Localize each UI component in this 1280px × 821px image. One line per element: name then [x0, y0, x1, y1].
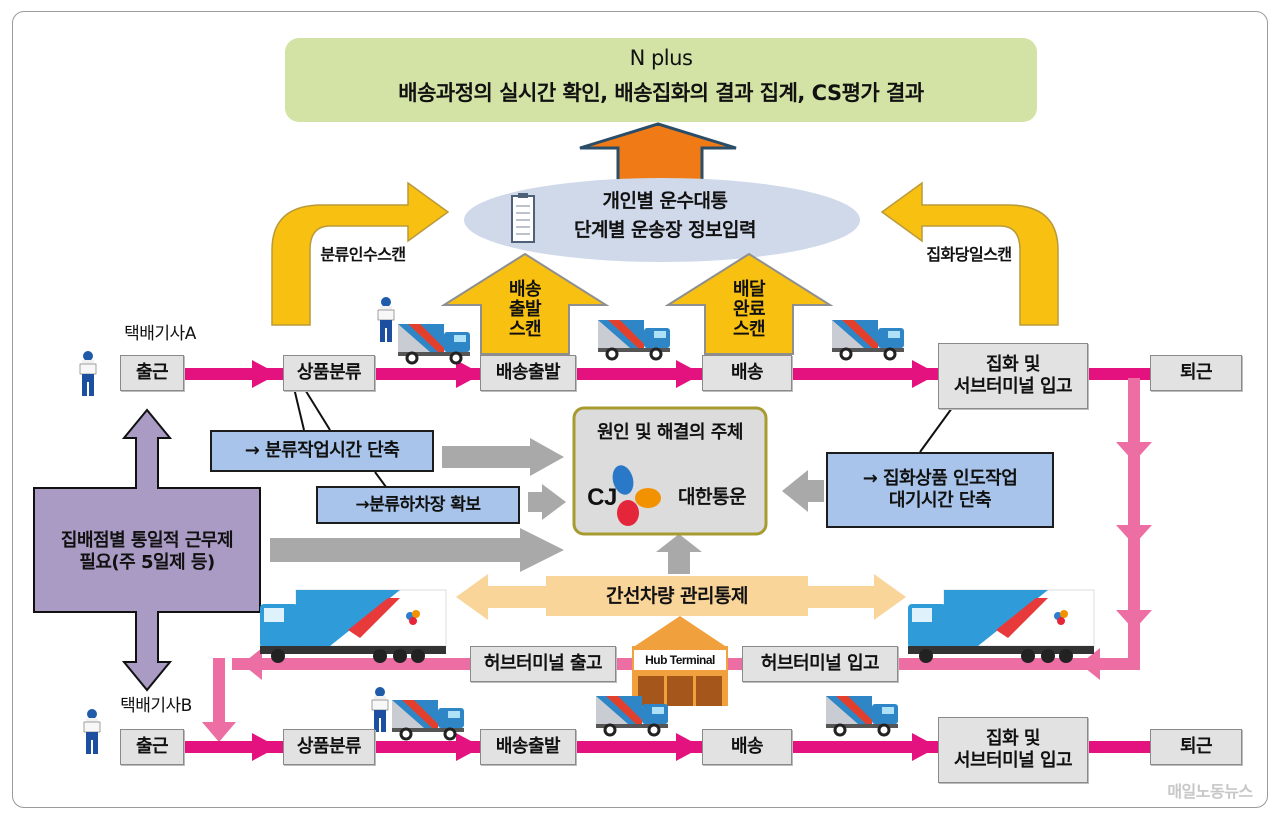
step-line: 서브터미널 입고	[953, 376, 1073, 397]
driver-a-step-sorting: 상품분류	[283, 355, 375, 391]
delivery-truck-icon	[596, 318, 672, 361]
delivery-truck-icon	[830, 318, 906, 361]
responsible-title: 원인 및 해결의 주체	[597, 422, 743, 444]
scan-line: 배송	[508, 279, 542, 301]
step-line: 집화 및	[986, 728, 1040, 750]
connector-lines	[293, 387, 953, 488]
scan-line: 스캔	[732, 318, 766, 340]
scan-line: 배달	[732, 279, 766, 301]
cj-logo-text: CJ	[587, 484, 617, 512]
trunk-truck-left-icon	[259, 589, 447, 664]
work-line: 필요(주 5일제 등)	[79, 552, 215, 573]
cause-work-system: 집배점별 통일적 근무제 필요(주 5일제 등)	[34, 522, 260, 582]
hub-out-box: 허브터미널 출고	[470, 646, 616, 682]
center-ellipse	[464, 178, 860, 262]
trunk-truck-right-icon	[907, 589, 1095, 664]
cause-sort-time: → 분류작업시간 단축	[210, 430, 434, 472]
cj-logo-icon	[612, 465, 661, 526]
step-line: 서브터미널 입고	[953, 750, 1073, 771]
delivery-complete-scan-arrow	[664, 252, 834, 355]
hub-in-box: 허브터미널 입고	[742, 646, 898, 682]
delivery-complete-scan-label: 배달 완료 스캔	[705, 270, 793, 350]
trunk-control-arrow	[456, 574, 906, 620]
driver-a-step-departure: 배송출발	[480, 355, 576, 391]
driver-b-step-sorting: 상품분류	[283, 729, 375, 765]
orange-up-arrow	[579, 122, 737, 192]
hub-terminal-icon	[632, 616, 728, 706]
nplus-subtitle: 배송과정의 실시간 확인, 배송집화의 결과 집계, CS평가 결과	[398, 81, 924, 106]
nplus-title: N plus	[629, 46, 693, 71]
cause-pickup-wait: → 집화상품 인도작업 대기시간 단축	[826, 452, 1054, 528]
scan-line: 출발	[508, 299, 542, 321]
driver-a-step-offwork: 퇴근	[1150, 355, 1242, 391]
sort-receive-scan-arrow	[271, 181, 450, 326]
delivery-truck-icon	[396, 322, 472, 365]
driver-a-step-commute: 출근	[120, 355, 184, 391]
delivery-departure-scan-label: 배송 출발 스캔	[481, 270, 569, 350]
courier-icon	[371, 686, 389, 733]
nplus-box	[285, 38, 1037, 122]
work-line: 집배점별 통일적 근무제	[60, 530, 234, 552]
cause-sort-dock: →분류하차장 확보	[316, 486, 520, 524]
driver-b-step-commute: 출근	[120, 729, 184, 765]
hub-terminal-label: Hub Terminal	[645, 652, 715, 667]
pickup-scan-label: 집화당일스캔	[926, 245, 1012, 265]
driver-a-label: 택배기사A	[124, 323, 196, 344]
sort-receive-scan-label: 분류인수스캔	[320, 245, 406, 265]
driver-b-icon	[83, 708, 101, 755]
gray-arrows	[270, 438, 824, 574]
ellipse-line-2: 단계별 운송장 정보입력	[573, 219, 757, 242]
clipboard-icon	[511, 193, 535, 243]
driver-a-flow-line	[178, 360, 1150, 388]
pickup-scan-arrow	[880, 181, 1059, 326]
delivery-truck-icon	[824, 694, 900, 737]
driver-b-step-departure: 배송출발	[480, 729, 576, 765]
cause-line: → 집화상품 인도작업	[862, 468, 1018, 490]
driver-b-step-offwork: 퇴근	[1150, 729, 1242, 765]
driver-b-step-pickup: 집화 및 서브터미널 입고	[938, 717, 1088, 783]
delivery-departure-scan-arrow	[440, 252, 610, 355]
watermark: 매일노동뉴스	[1167, 782, 1253, 802]
driver-b-step-delivery: 배송	[702, 729, 792, 765]
delivery-truck-icon	[390, 698, 466, 741]
scan-line: 스캔	[508, 318, 542, 340]
driver-b-label: 택배기사B	[120, 695, 192, 716]
scan-line: 완료	[732, 299, 766, 321]
ellipse-line-1: 개인별 운수대통	[602, 190, 728, 213]
cj-company-name: 대한통운	[678, 486, 746, 509]
trunk-control-label: 간선차량 관리통제	[606, 585, 748, 608]
driver-a-step-delivery: 배송	[702, 355, 792, 391]
driver-b-flow-line	[178, 733, 1150, 761]
driver-a-step-pickup: 집화 및 서브터미널 입고	[938, 343, 1088, 409]
driver-a-icon	[79, 350, 97, 397]
cause-line: 대기시간 단축	[888, 490, 992, 511]
work-system-double-arrow	[33, 408, 261, 692]
step-line: 집화 및	[986, 354, 1040, 376]
courier-icon	[377, 296, 395, 343]
